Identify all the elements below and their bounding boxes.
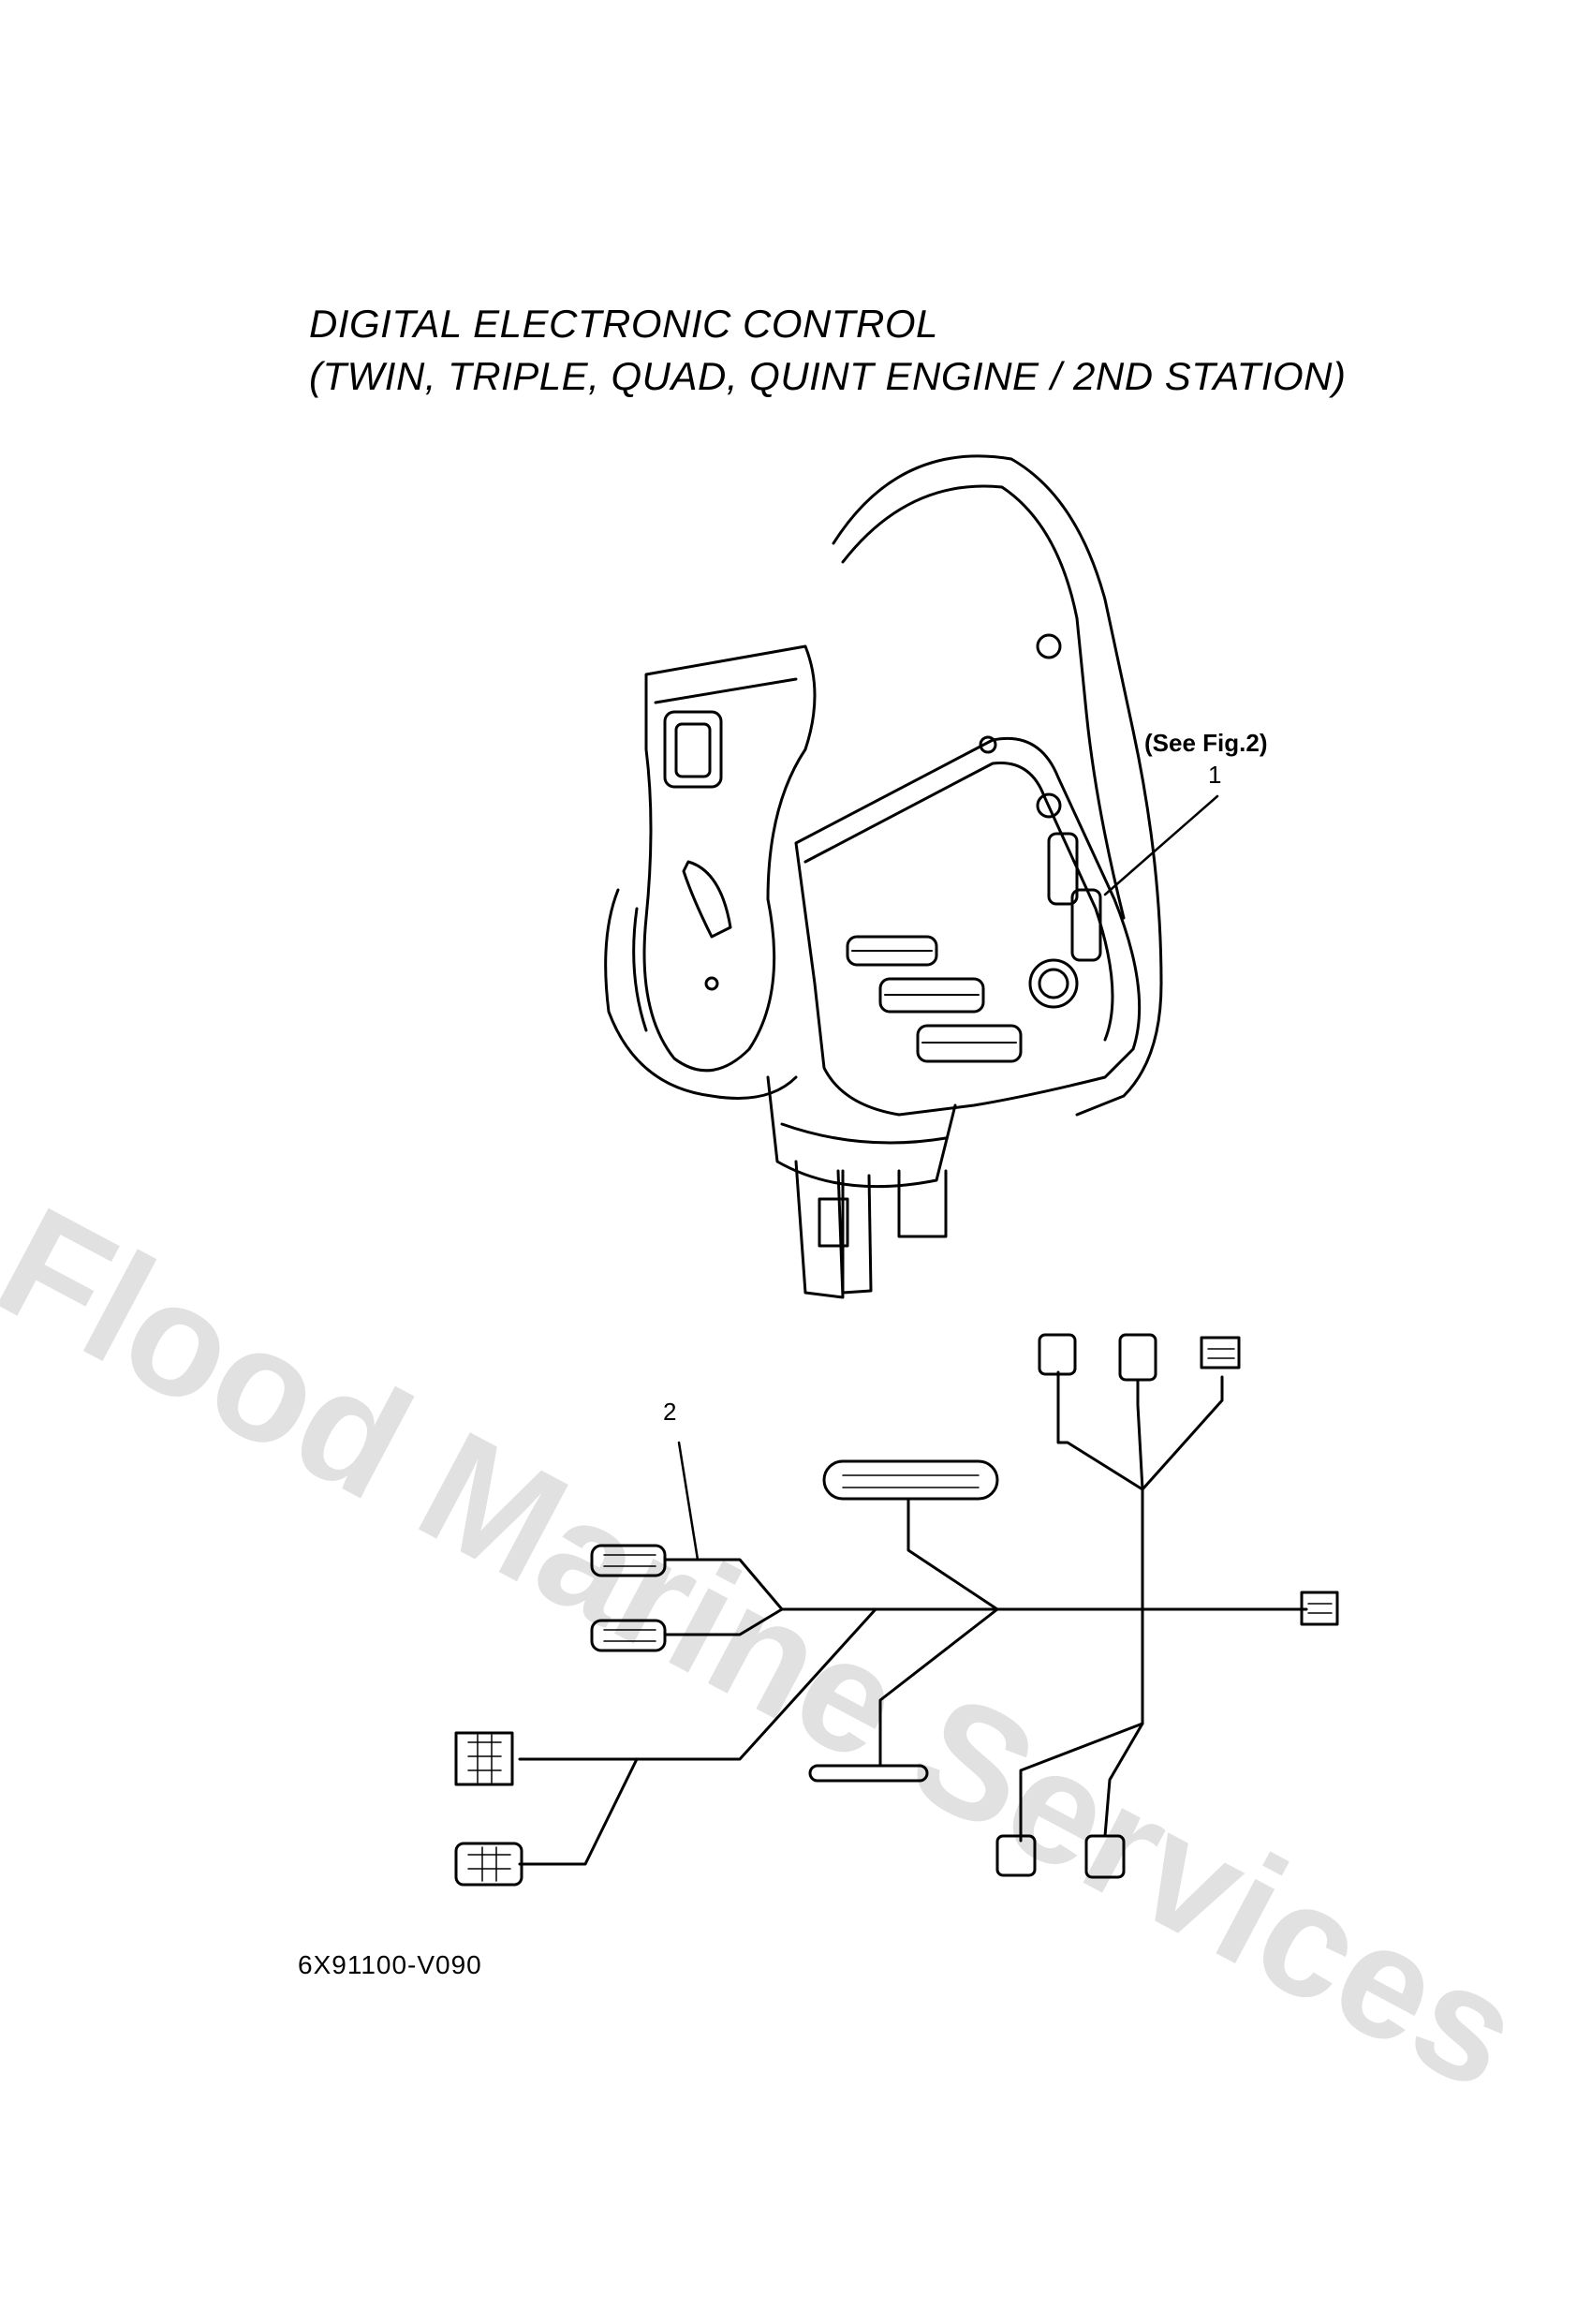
connector-top-2 <box>1118 1333 1157 1382</box>
connector-left-top <box>590 1544 667 1577</box>
connector-left-bottom <box>590 1619 667 1652</box>
connector-long-top <box>822 1459 999 1501</box>
control-lever-unit <box>604 454 1163 1299</box>
connector-round-left <box>454 1842 523 1887</box>
connector-right <box>1300 1591 1339 1626</box>
see-fig-label: (See Fig.2) <box>1144 729 1268 757</box>
connector-top-1 <box>1038 1333 1077 1376</box>
connector-set <box>454 1333 1339 1887</box>
connector-top-3 <box>1200 1336 1241 1369</box>
page-title: DIGITAL ELECTRONIC CONTROL <box>309 302 938 346</box>
connector-bottom-2 <box>1084 1834 1126 1879</box>
callout-1-label: 1 <box>1208 761 1222 789</box>
connector-bottom-1 <box>995 1834 1037 1877</box>
connector-square-left <box>454 1731 514 1786</box>
page-subtitle: (TWIN, TRIPLE, QUAD, QUINT ENGINE / 2ND … <box>309 354 1347 398</box>
callout-1-leader <box>1103 794 1219 896</box>
connector-flat-bottom <box>808 1764 929 1783</box>
callout-2-label: 2 <box>663 1398 677 1426</box>
wiring-harness <box>518 1370 1308 1866</box>
callout-2-leader <box>677 1441 700 1562</box>
part-number: 6X91100-V090 <box>298 1950 482 1979</box>
